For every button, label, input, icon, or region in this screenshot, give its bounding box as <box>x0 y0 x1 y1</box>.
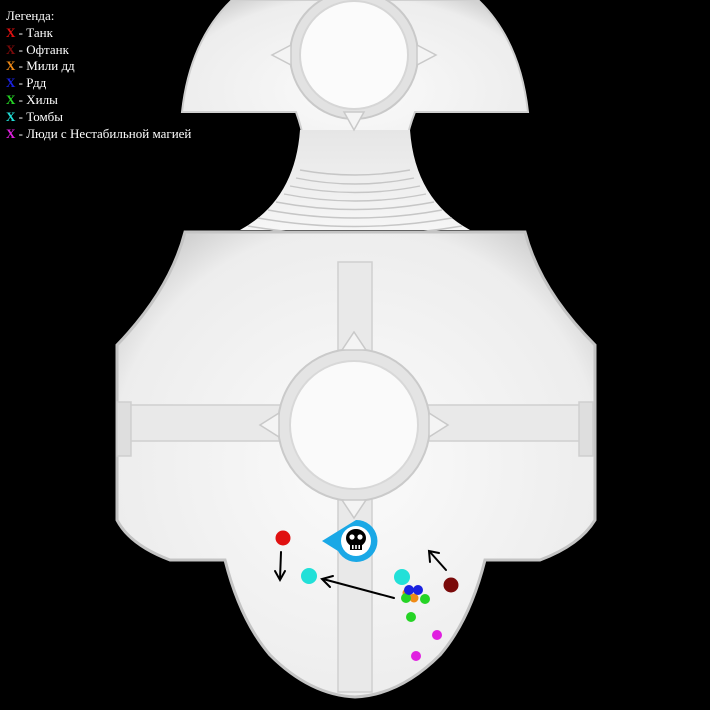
legend-separator: - <box>15 125 27 141</box>
ranged-marker <box>413 585 423 595</box>
legend-mark: X <box>6 125 16 141</box>
legend-separator: - <box>15 24 27 40</box>
legend-label: Хилы <box>26 91 58 107</box>
tomb-marker <box>301 568 317 584</box>
healer-marker <box>401 593 411 603</box>
legend-label: Офтанк <box>26 41 69 57</box>
melee-marker <box>409 593 419 603</box>
central-platform-inner <box>289 360 419 490</box>
legend-separator: - <box>15 75 27 91</box>
boss-marker <box>322 519 378 562</box>
neck-corridor <box>240 130 470 230</box>
legend-title: Легенда: <box>6 8 55 23</box>
healer-marker <box>406 612 416 622</box>
top-platform-inner <box>299 0 409 110</box>
arrow-group-to-tomb <box>320 575 395 599</box>
legend-mark: X <box>6 108 16 124</box>
tomb-marker <box>394 569 410 585</box>
legend-mark: X <box>6 58 16 74</box>
top-platform-spikes <box>270 43 438 132</box>
legend-item: X - Люди с Нестабильной магией <box>6 126 191 143</box>
legend-mark: X <box>6 41 16 57</box>
legend-separator: - <box>15 108 27 124</box>
legend-label: Рдд <box>26 75 47 91</box>
legend-separator: - <box>15 58 27 74</box>
unstable-magic-marker <box>411 651 421 661</box>
legend-label: Танк <box>26 24 53 40</box>
player-markers <box>275 530 459 661</box>
legend-item: X - Хилы <box>6 92 191 109</box>
legend-separator: - <box>15 91 27 107</box>
legend-mark: X <box>6 91 16 107</box>
legend-label: Томбы <box>26 108 64 124</box>
healer-marker <box>420 594 430 604</box>
legend-separator: - <box>15 41 27 57</box>
legend-mark: X <box>6 24 16 40</box>
unstable-magic-marker <box>432 630 442 640</box>
central-platform-spikes <box>258 330 450 520</box>
legend-item: X - Мили дд <box>6 58 191 75</box>
legend-label: Мили дд <box>26 58 75 74</box>
offtank-marker <box>443 577 459 593</box>
tank-marker <box>275 530 291 546</box>
legend-item: X - Рдд <box>6 75 191 92</box>
movement-arrows <box>274 549 447 599</box>
legend-label: Люди с Нестабильной магией <box>26 125 192 141</box>
ranged-marker <box>404 585 414 595</box>
arrow-tank-down <box>274 551 286 583</box>
legend-item: X - Офтанк <box>6 42 191 59</box>
arrow-offtank-up <box>427 549 447 571</box>
legend-item: X - Томбы <box>6 109 191 126</box>
legend-item: X - Танк <box>6 25 191 42</box>
skull-icon <box>346 529 366 550</box>
legend-mark: X <box>6 75 16 91</box>
